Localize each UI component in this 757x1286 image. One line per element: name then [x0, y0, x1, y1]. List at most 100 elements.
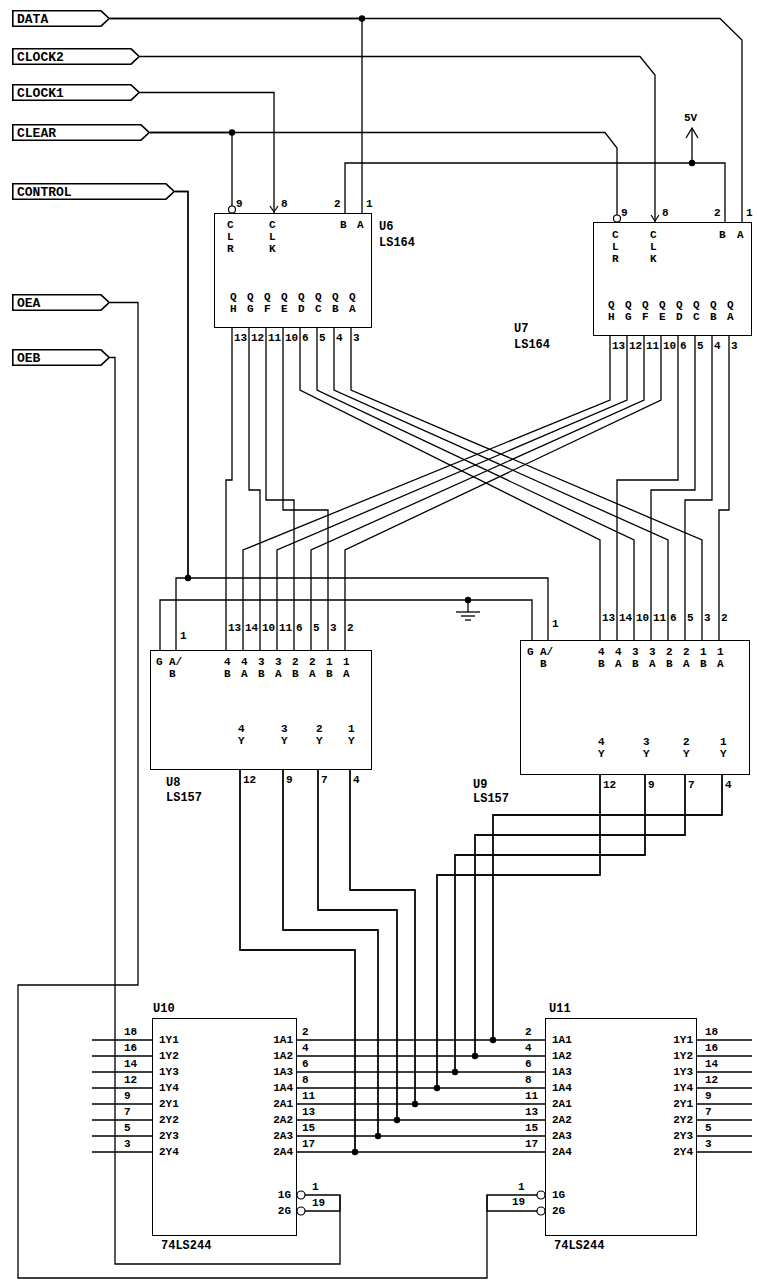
pin-number: 10 — [262, 622, 269, 634]
pin-number: 11 — [653, 612, 660, 624]
wire-segment — [150, 133, 617, 223]
pin-name: G — [527, 646, 534, 658]
pin-number: 8 — [281, 198, 288, 210]
pin-name: 2A — [683, 646, 690, 670]
pin-number: 5 — [705, 1122, 712, 1134]
wire-segment — [140, 57, 655, 223]
pin-number: 4 — [714, 340, 721, 352]
pin-number: 6 — [680, 340, 687, 352]
signal-port: OEB — [12, 349, 110, 366]
pin-name: 2Y4 — [673, 1146, 693, 1158]
pin-name: 1A — [717, 646, 724, 670]
signal-wire — [243, 336, 661, 650]
wire-segment — [318, 770, 545, 1120]
pin-name: QD — [298, 291, 305, 315]
ic-chip: U7LS164CLRCLKBAQHQGQFQEQDQCQBQA — [593, 222, 752, 336]
signal-name: DATA — [12, 11, 48, 28]
pin-number: 1 — [746, 207, 753, 219]
pin-number: 9 — [286, 774, 293, 786]
wire — [92, 1055, 152, 1056]
pin-name: 2Y2 — [159, 1114, 179, 1126]
signal-name: OEB — [12, 350, 40, 367]
pin-name: B — [340, 219, 347, 231]
pin-number: 9 — [705, 1090, 712, 1102]
wire — [697, 1103, 752, 1104]
pin-name: 2A2 — [552, 1114, 572, 1126]
wire — [92, 1135, 152, 1136]
chip-label: U10 — [153, 1003, 175, 1016]
pin-name: 2Y1 — [159, 1098, 179, 1110]
pin-name: 1Y3 — [159, 1066, 179, 1078]
wire-segment — [150, 133, 232, 214]
inverter-bubble — [537, 1191, 545, 1199]
signal-port: DATA — [12, 10, 110, 27]
wire — [697, 1039, 752, 1040]
wire-segment — [110, 19, 742, 223]
pin-number: 14 — [619, 612, 626, 624]
pin-name: QB — [332, 291, 339, 315]
pin-number: 13 — [302, 1106, 315, 1118]
pin-name: 1A1 — [273, 1034, 293, 1046]
pin-number: 19 — [512, 1196, 525, 1208]
pin-number: 1 — [312, 1181, 319, 1193]
pin-number: 2 — [334, 198, 341, 210]
pin-number: 12 — [705, 1074, 718, 1086]
chip-label: LS157 — [473, 793, 509, 806]
pin-name: 2A3 — [552, 1130, 572, 1142]
wire — [697, 1119, 752, 1120]
pin-number: 12 — [124, 1074, 137, 1086]
signal-wire — [617, 336, 729, 640]
pin-number: 17 — [525, 1138, 538, 1150]
pin-number: 12 — [603, 779, 616, 791]
wire-segment — [345, 336, 661, 650]
signal-wire — [140, 57, 655, 223]
pin-name: 4Y — [598, 736, 605, 760]
pin-name: 2A4 — [552, 1146, 572, 1158]
clock-symbol — [651, 215, 659, 221]
pin-name: QD — [676, 299, 683, 323]
pin-number: 2 — [347, 622, 354, 634]
chip-label: LS157 — [166, 792, 202, 805]
pin-name: 2A — [309, 656, 316, 680]
chip-label: U6 — [379, 221, 393, 234]
ic-chip: U1174LS2441A11A21A31A42A12A22A32A41Y11Y2… — [545, 1018, 697, 1236]
pin-name: 3A — [649, 646, 656, 670]
clock-symbol — [270, 206, 278, 212]
wire-segment — [719, 336, 729, 640]
signal-port: CLEAR — [12, 124, 150, 141]
wire-segment — [297, 775, 685, 1056]
inverter-bubble — [297, 1207, 305, 1215]
wire-segment — [283, 328, 328, 650]
chip-label: LS164 — [514, 339, 550, 352]
pin-number: 18 — [705, 1026, 718, 1038]
pin-name: QA — [349, 291, 356, 315]
pin-name: QH — [230, 291, 237, 315]
wire-segment — [226, 328, 232, 650]
pin-number: 9 — [621, 207, 628, 219]
pin-name: 1A2 — [552, 1050, 572, 1062]
pin-number: 13 — [234, 332, 241, 344]
wire-segment — [297, 775, 600, 1088]
signal-port: OEA — [12, 294, 110, 311]
pin-name: QA — [727, 299, 734, 323]
pin-number: 2 — [525, 1026, 532, 1038]
pin-name: 3B — [632, 646, 639, 670]
wire-segment — [297, 775, 722, 1040]
chip-label: U7 — [514, 323, 528, 336]
pin-number: 6 — [296, 622, 303, 634]
pin-name: 1Y4 — [159, 1082, 179, 1094]
signal-wire — [18, 303, 545, 1279]
pin-name: 2Y — [316, 723, 323, 747]
pin-name: A — [357, 219, 364, 231]
pin-name: 2A4 — [273, 1146, 293, 1158]
wire — [92, 1119, 152, 1120]
wire-segment — [175, 192, 188, 651]
pin-number: 9 — [648, 779, 655, 791]
pin-name: 1Y — [720, 736, 727, 760]
pin-name: 1Y — [348, 723, 355, 747]
pin-number: 4 — [336, 332, 343, 344]
pin-number: 16 — [124, 1042, 137, 1054]
pin-number: 13 — [612, 340, 619, 352]
pin-name: 2A2 — [273, 1114, 293, 1126]
